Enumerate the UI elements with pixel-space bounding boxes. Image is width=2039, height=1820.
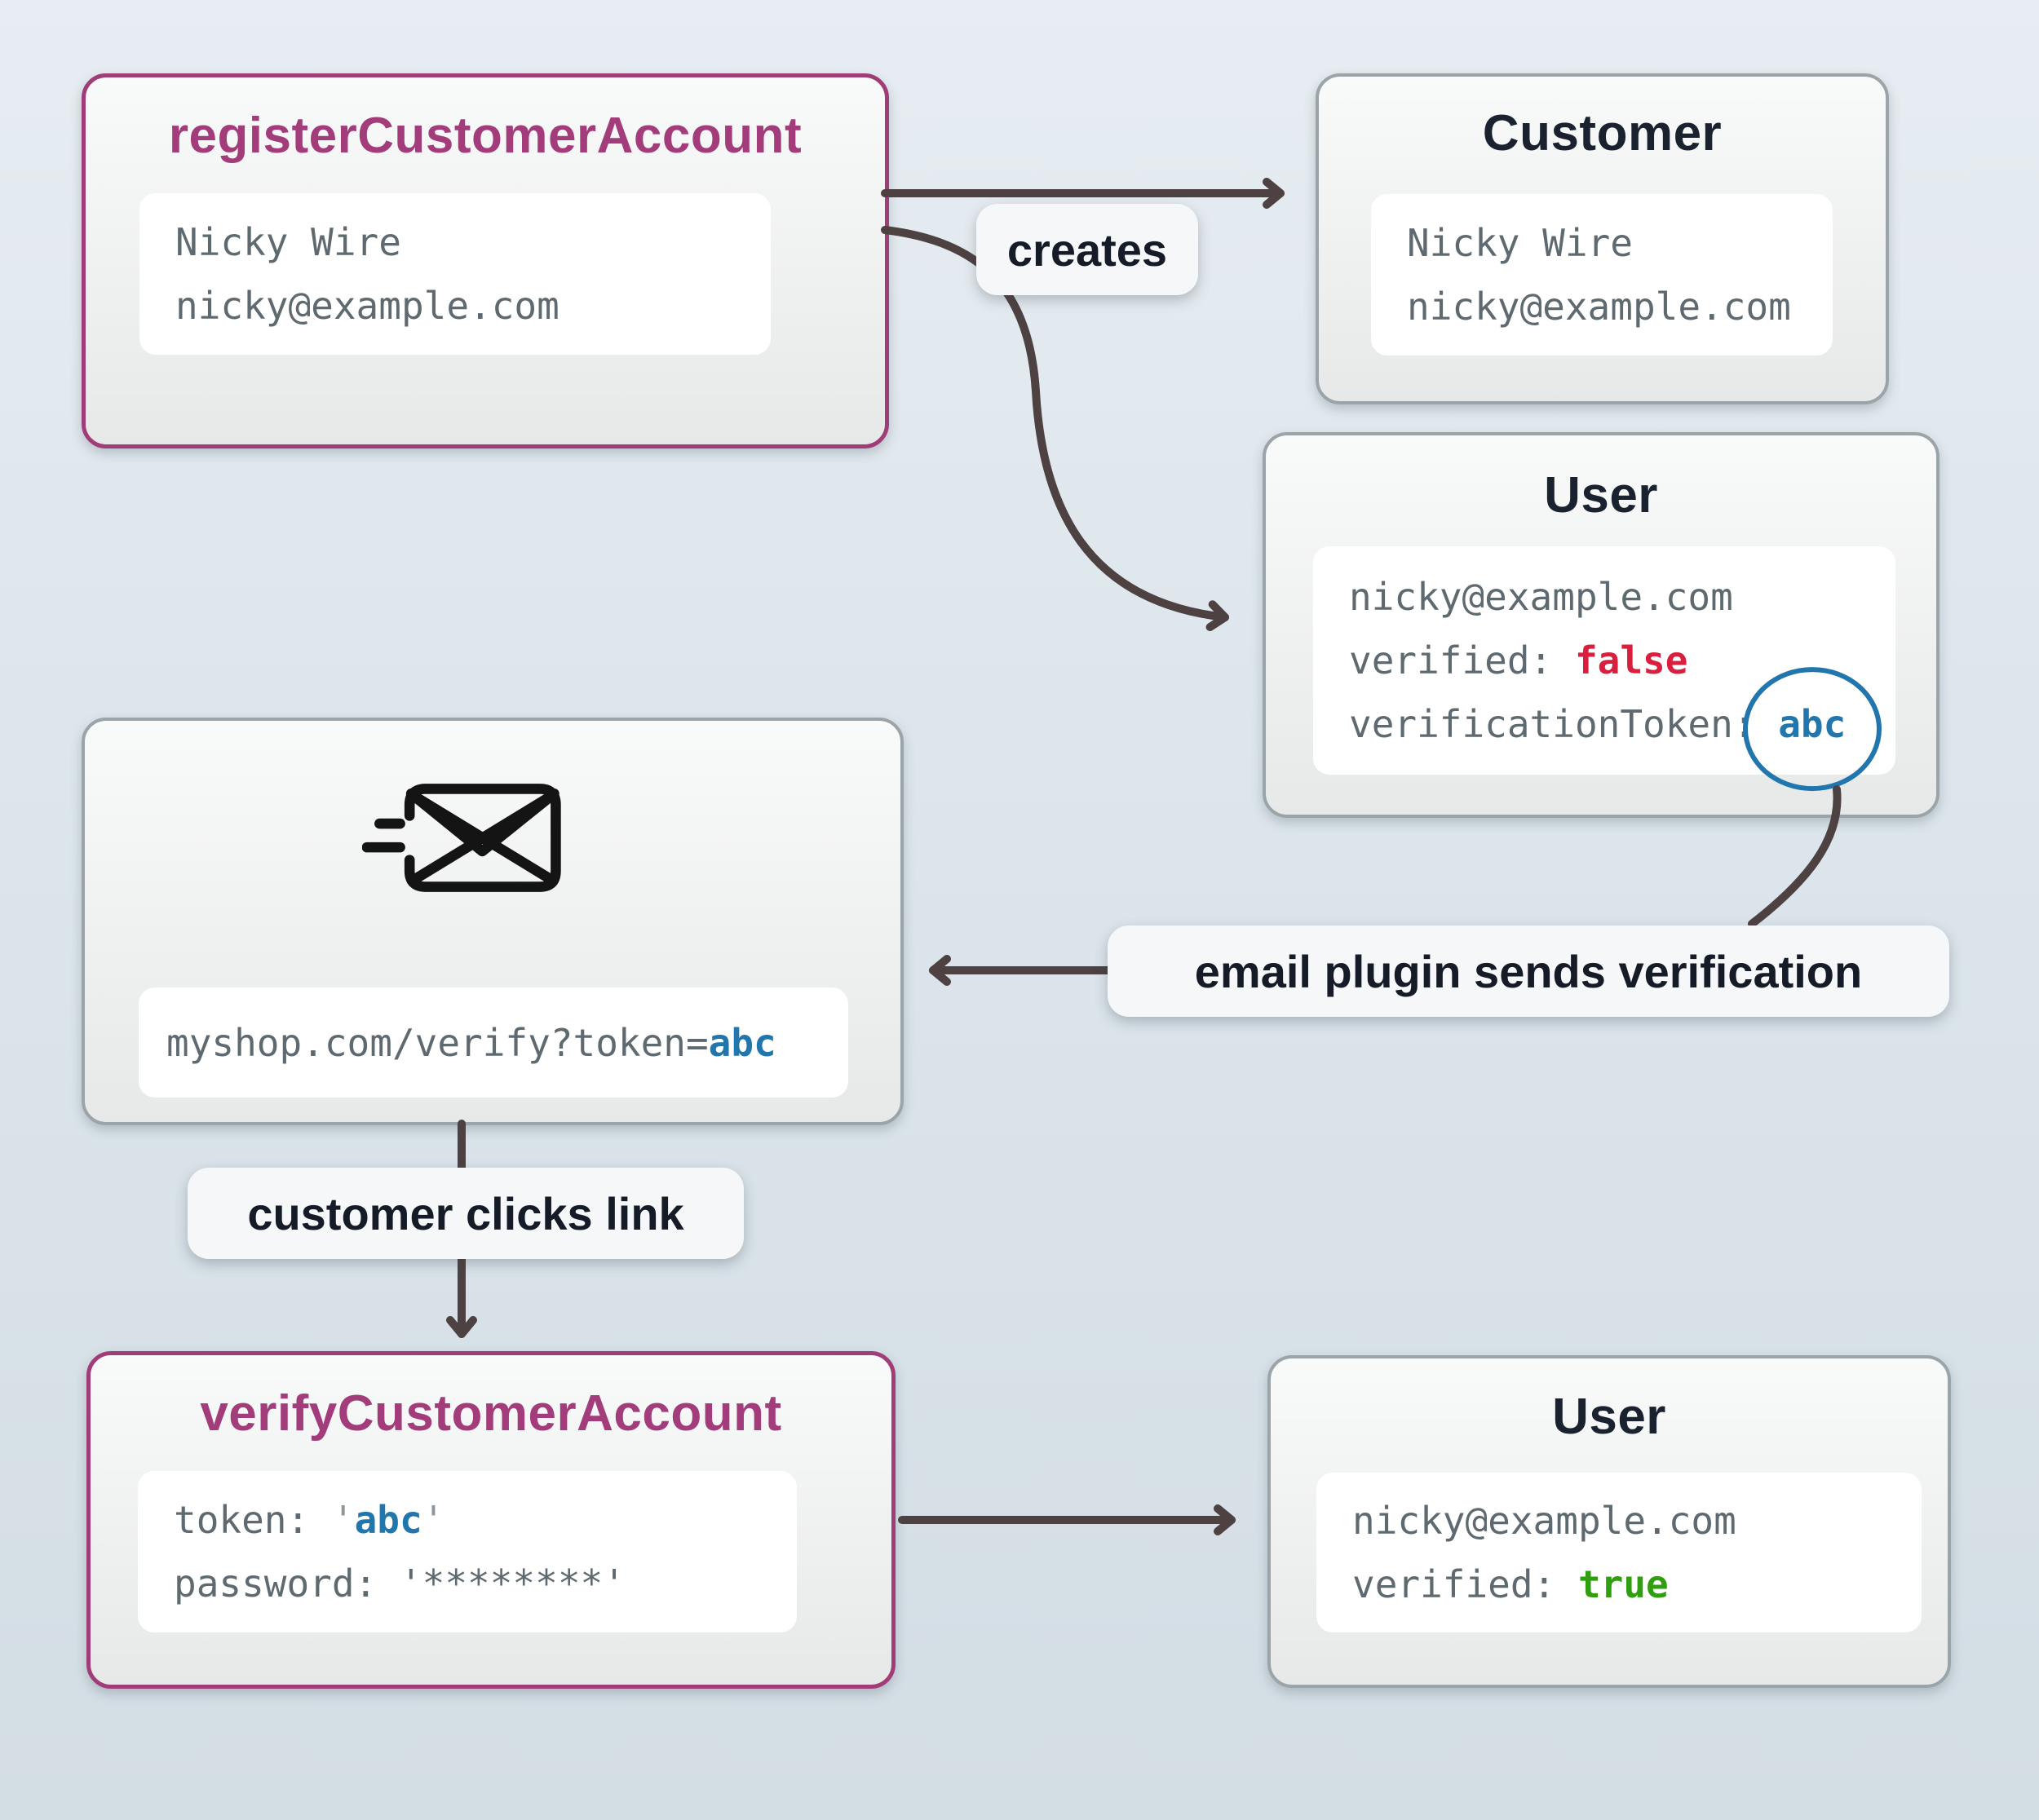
token-close-quote: ' — [422, 1498, 445, 1542]
user-unverified-verified-line: verified: false — [1349, 629, 1895, 692]
verify-token-line: token: 'abc' — [174, 1488, 797, 1552]
verified-value-false: false — [1574, 638, 1688, 682]
verified-key: verified: — [1349, 638, 1575, 682]
edge-label-creates: creates — [976, 204, 1198, 295]
verification-url-token: abc — [708, 1020, 776, 1065]
edge-label-customer-clicks-link: customer clicks link — [188, 1168, 744, 1259]
customer-node-body: Nicky Wire nicky@example.com — [1371, 194, 1833, 356]
verify-password-line: password: '********' — [174, 1552, 797, 1615]
user-verified-body: nicky@example.com verified: true — [1316, 1473, 1922, 1632]
user-verified-email: nicky@example.com — [1352, 1499, 1736, 1543]
user-verified-verified-line: verified: true — [1352, 1553, 1922, 1616]
token-key: token: — [174, 1498, 332, 1542]
register-customer-name: Nicky Wire — [175, 220, 401, 264]
verify-node-title: verifyCustomerAccount — [200, 1385, 782, 1442]
email-send-icon — [361, 775, 574, 905]
user-unverified-email: nicky@example.com — [1349, 575, 1733, 619]
token-open-quote: ' — [331, 1498, 355, 1542]
node-customer: Customer Nicky Wire nicky@example.com — [1316, 73, 1889, 404]
verified-value-true: true — [1577, 1562, 1669, 1606]
node-register-customer-account: registerCustomerAccount Nicky Wire nicky… — [82, 73, 889, 448]
customer-name: Nicky Wire — [1407, 221, 1633, 265]
customer-node-title: Customer — [1482, 105, 1723, 161]
node-user-unverified: User nicky@example.com verified: false v… — [1263, 432, 1939, 818]
verification-link: myshop.com/verify?token=abc — [166, 1018, 848, 1067]
node-verify-customer-account: verifyCustomerAccount token: 'abc' passw… — [86, 1351, 896, 1689]
verification-link-box: myshop.com/verify?token=abc — [139, 987, 848, 1098]
user-unverified-body: nicky@example.com verified: false verifi… — [1313, 546, 1895, 792]
user-unverified-title: User — [1544, 467, 1658, 523]
verification-token-value: abc — [1778, 702, 1847, 746]
edge-label-email-plugin: email plugin sends verification — [1108, 925, 1949, 1017]
register-customer-email: nicky@example.com — [175, 284, 560, 328]
verification-url-prefix: myshop.com/verify?token= — [166, 1020, 709, 1065]
user-verified-title: User — [1552, 1389, 1666, 1445]
customer-email: nicky@example.com — [1407, 285, 1791, 329]
verification-token-wrap: abc — [1742, 667, 1882, 792]
user-unverified-token-line: verificationToken: abc — [1349, 667, 1895, 792]
token-value: abc — [354, 1498, 422, 1542]
verification-token-key: verificationToken: — [1349, 702, 1779, 746]
register-node-body: Nicky Wire nicky@example.com — [139, 193, 771, 355]
verify-node-body: token: 'abc' password: '********' — [138, 1471, 797, 1632]
node-verification-email: myshop.com/verify?token=abc — [82, 718, 904, 1125]
password-key: password: — [174, 1562, 400, 1606]
node-user-verified: User nicky@example.com verified: true — [1267, 1355, 1951, 1688]
verified-key-2: verified: — [1352, 1562, 1578, 1606]
password-value: '********' — [399, 1562, 626, 1606]
register-node-title: registerCustomerAccount — [168, 108, 803, 164]
